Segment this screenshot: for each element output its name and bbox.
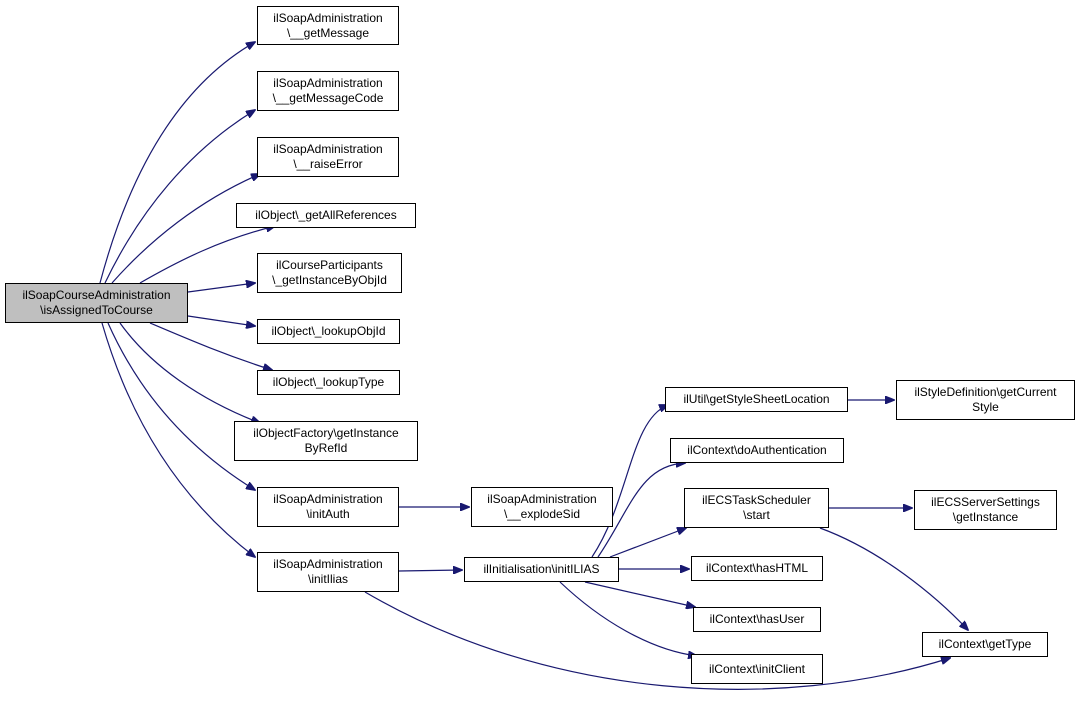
edge-initialisation-doauth — [597, 463, 685, 558]
node-ecs-task-scheduler-line2: \start — [743, 508, 770, 522]
node-ecs-server-settings[interactable]: ilECSServerSettings \getInstance — [914, 490, 1057, 530]
node-style-sheet-location[interactable]: ilUtil\getStyleSheetLocation — [665, 387, 848, 412]
edge-initialisation-ecs — [609, 528, 686, 558]
edge-root-raise-error — [111, 174, 260, 284]
node-ecs-server-settings-line1: ilECSServerSettings — [931, 495, 1040, 509]
edge-initialisation-initclient — [559, 581, 697, 656]
node-style-sheet-location-line1: ilUtil\getStyleSheetLocation — [683, 392, 830, 406]
node-get-message-line1: ilSoapAdministration — [273, 10, 383, 25]
node-ecs-task-scheduler-line1: ilECSTaskScheduler — [702, 493, 811, 507]
node-ecs-server-settings-line2: \getInstance — [952, 510, 1019, 524]
node-root-line2: \isAssignedToCourse — [40, 303, 153, 317]
node-get-message-code-line2: \__getMessageCode — [272, 91, 384, 105]
node-initialisation-init-ilias-line1: ilInitialisation\initILIAS — [483, 562, 600, 576]
node-raise-error[interactable]: ilSoapAdministration \__raiseError — [257, 137, 399, 177]
node-init-auth-line2: \initAuth — [306, 507, 350, 521]
node-get-message-line2: \__getMessage — [286, 25, 370, 40]
node-lookup-obj-id-line1: ilObject\_lookupObjId — [271, 324, 386, 338]
node-get-message-code[interactable]: ilSoapAdministration \__getMessageCode — [257, 71, 399, 111]
node-lookup-type-line1: ilObject\_lookupType — [272, 375, 385, 389]
node-has-html[interactable]: ilContext\hasHTML — [691, 556, 823, 581]
node-do-authentication-line1: ilContext\doAuthentication — [687, 443, 827, 457]
node-get-message-code-line1: ilSoapAdministration — [273, 76, 383, 90]
edge-root-get-message-code — [104, 110, 255, 284]
node-init-ilias-soap[interactable]: ilSoapAdministration \initIlias — [257, 552, 399, 592]
node-get-message[interactable]: ilSoapAdministration \__getMessage — [257, 6, 399, 45]
node-style-definition-line1: ilStyleDefinition\getCurrent — [914, 385, 1057, 399]
edge-root-get-message — [99, 42, 255, 284]
edge-initilias-gettype — [364, 591, 950, 690]
node-init-ilias-soap-line1: ilSoapAdministration — [273, 557, 383, 571]
node-explode-sid-line1: ilSoapAdministration — [487, 492, 597, 506]
node-init-client-line1: ilContext\initClient — [708, 661, 806, 676]
edge-initialisation-hasuser — [584, 581, 695, 607]
node-object-factory[interactable]: ilObjectFactory\getInstance ByRefId — [234, 421, 418, 461]
edge-root-lookup-obj-id — [187, 315, 255, 326]
node-course-participants-line2: \_getInstanceByObjId — [272, 273, 387, 287]
edge-root-init-ilias-soap — [101, 322, 255, 557]
edge-initialisation-style — [591, 405, 668, 558]
node-init-ilias-soap-line2: \initIlias — [307, 572, 348, 586]
node-object-factory-line1: ilObjectFactory\getInstance — [253, 426, 399, 440]
node-style-definition-line2: Style — [972, 400, 999, 414]
node-root[interactable]: ilSoapCourseAdministration \isAssignedTo… — [5, 283, 188, 323]
node-explode-sid[interactable]: ilSoapAdministration \__explodeSid — [471, 487, 613, 527]
edge-ecs-gettype — [819, 527, 968, 630]
edge-root-object-factory — [119, 322, 260, 423]
node-get-type-line1: ilContext\getType — [938, 637, 1032, 651]
node-initialisation-init-ilias[interactable]: ilInitialisation\initILIAS — [464, 557, 619, 582]
node-explode-sid-line2: \__explodeSid — [503, 507, 581, 521]
node-object-factory-line2: ByRefId — [304, 441, 348, 455]
edge-root-course-participants — [187, 283, 255, 293]
node-lookup-type[interactable]: ilObject\_lookupType — [257, 370, 400, 395]
node-get-all-references-line1: ilObject\_getAllReferences — [255, 208, 397, 222]
node-raise-error-line2: \__raiseError — [293, 157, 363, 171]
node-do-authentication[interactable]: ilContext\doAuthentication — [670, 438, 844, 463]
node-lookup-obj-id[interactable]: ilObject\_lookupObjId — [257, 319, 400, 344]
node-get-all-references[interactable]: ilObject\_getAllReferences — [236, 203, 416, 228]
node-init-auth-line1: ilSoapAdministration — [273, 492, 383, 506]
node-has-user[interactable]: ilContext\hasUser — [693, 607, 821, 632]
node-has-user-line1: ilContext\hasUser — [709, 612, 805, 626]
node-get-type[interactable]: ilContext\getType — [922, 632, 1048, 657]
node-ecs-task-scheduler[interactable]: ilECSTaskScheduler \start — [684, 488, 829, 528]
edge-root-init-auth — [107, 322, 255, 490]
node-course-participants-line1: ilCourseParticipants — [276, 258, 383, 272]
node-raise-error-line1: ilSoapAdministration — [273, 142, 383, 156]
edge-root-lookup-type — [149, 322, 272, 370]
edge-initilias-initialisation — [398, 570, 462, 571]
node-has-html-line1: ilContext\hasHTML — [705, 561, 809, 575]
node-course-participants[interactable]: ilCourseParticipants \_getInstanceByObjI… — [257, 253, 402, 293]
node-init-auth[interactable]: ilSoapAdministration \initAuth — [257, 487, 399, 527]
node-style-definition[interactable]: ilStyleDefinition\getCurrent Style — [896, 380, 1075, 420]
node-root-line1: ilSoapCourseAdministration — [22, 288, 171, 302]
node-init-client[interactable]: ilContext\initClient — [691, 654, 823, 684]
edge-root-get-all-references — [139, 226, 275, 284]
